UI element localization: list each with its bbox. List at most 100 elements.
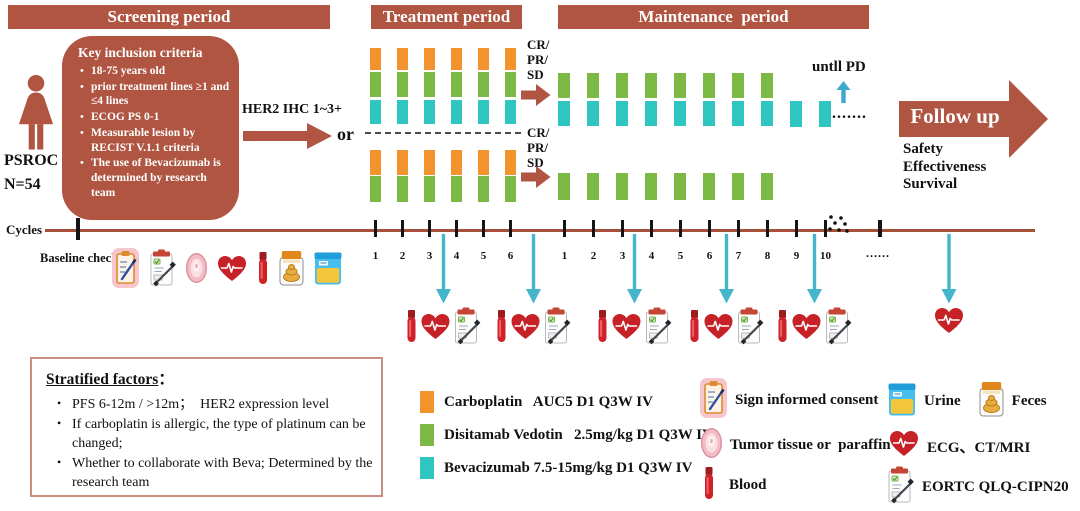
follow-up-label: Follow up <box>910 104 1000 128</box>
cycle-bar <box>505 48 516 124</box>
cycle-bar <box>790 101 802 127</box>
arm-divider-dashed-line <box>365 132 521 134</box>
cycles-axis-line <box>45 229 1035 232</box>
inclusion-title: Key inclusion criteria <box>78 45 203 60</box>
cycle-number: 10 <box>820 250 831 262</box>
legend-consent-label: Sign informed consent <box>735 392 879 408</box>
cycle-tick: 6 <box>497 220 524 262</box>
carboplatin-bar-segment <box>451 150 462 175</box>
legend-blood-label: Blood <box>729 477 767 493</box>
disitamab-swatch <box>420 424 434 446</box>
cycle-tick: 6 <box>695 220 724 262</box>
ecg-heart-icon <box>935 308 963 333</box>
urine-cup-icon <box>314 252 342 284</box>
maintenance-period-header: Maintenance period <box>558 5 869 29</box>
carboplatin-bar-segment <box>478 150 489 175</box>
cycle-tick: 3 <box>416 220 443 262</box>
disitamab-bar-segment <box>505 176 516 202</box>
carboplatin-label: Carboplatin AUC5 D1 Q3W IV <box>444 393 653 410</box>
tick-mark <box>401 220 404 237</box>
cycle-tick: 2 <box>579 220 608 262</box>
cycle-bar <box>397 150 408 202</box>
sign-informed-consent-icon <box>112 248 139 288</box>
feces-jar-icon <box>979 382 1004 417</box>
legend-consent: Sign informed consent <box>700 378 878 423</box>
cycle-bar <box>819 101 831 127</box>
disitamab-bar-segment <box>424 176 435 202</box>
bevacizumab-bar-segment <box>645 101 657 126</box>
maintenance-arm-no-beva-bars <box>558 173 773 200</box>
carboplatin-bar-segment <box>505 150 516 175</box>
baseline-tick <box>76 218 80 240</box>
disitamab-bar-segment <box>732 73 744 98</box>
response-line: CR/ <box>527 37 550 52</box>
carboplatin-bar-segment <box>370 48 381 70</box>
cycle-number: 3 <box>426 250 433 262</box>
tick-mark <box>795 220 798 237</box>
tick-mark <box>482 220 485 237</box>
bevacizumab-swatch <box>420 457 434 479</box>
tick-mark <box>509 220 512 237</box>
cycle-bar <box>370 48 381 124</box>
cycle-bar <box>645 173 657 200</box>
tick-mark <box>737 220 740 237</box>
cycle-number: 5 <box>677 250 684 262</box>
cycle-bar <box>645 73 657 126</box>
bevacizumab-bar-segment <box>674 101 686 126</box>
tick-mark <box>563 220 566 237</box>
cycle-bar <box>703 73 715 126</box>
disitamab-bar-segment <box>587 73 599 98</box>
legend-urine-icon-slot <box>888 383 916 421</box>
treatment-arm-with-beva-bars <box>370 48 516 124</box>
maintenance-arm-with-beva-bars <box>558 73 773 126</box>
bars-ellipsis: ....... <box>832 105 867 122</box>
assessment-group <box>406 234 481 345</box>
disitamab-bar-segment <box>761 173 773 200</box>
disitamab-bar-segment <box>732 173 744 200</box>
disitamab-bar-segment <box>397 176 408 202</box>
disitamab-bar-segment <box>424 72 435 97</box>
legend-disitamab: Disitamab Vedotin 2.5mg/kg D1 Q3W IV <box>420 424 713 446</box>
cycle-tick: 5 <box>666 220 695 262</box>
treatment-period-header: Treatment period <box>371 5 522 29</box>
screening-period-header: Screening period <box>8 5 330 29</box>
legend-bevacizumab: Bevacizumab 7.5-15mg/kg D1 Q3W IV <box>420 457 692 479</box>
cycle-bar <box>558 73 570 126</box>
sign-informed-consent-icon <box>700 378 727 418</box>
cycle-number: 2 <box>399 250 406 262</box>
legend-tumor-icon-slot <box>700 427 723 463</box>
cycle-bar <box>587 73 599 126</box>
tick-mark <box>374 220 377 237</box>
legend-eortc: EORTC QLQ-CIPN20 <box>887 466 1069 509</box>
patient-woman-icon <box>18 74 54 150</box>
blood-tube-icon <box>778 310 787 342</box>
response-line: PR/ <box>527 140 548 155</box>
legend-eortc-icon-slot <box>887 466 914 509</box>
legend-eortc-label: EORTC QLQ-CIPN20 <box>922 479 1069 495</box>
blood-tube-icon <box>598 310 607 342</box>
treatment-arm-no-beva-bars <box>370 150 516 202</box>
disitamab-bar-segment <box>451 176 462 202</box>
list-item: If carboplatin is allergic, the type of … <box>57 416 373 453</box>
legend-consent-icon-slot <box>700 378 727 423</box>
legend-ecg-label: ECG、CT/MRI <box>927 439 1031 456</box>
cycle-bar <box>732 73 744 126</box>
legend-ecg-icon-slot <box>889 430 919 462</box>
ecg-heart-icon <box>421 313 450 339</box>
cycle-bar <box>370 150 381 202</box>
cycle-number: 1 <box>561 250 568 262</box>
cycle-tick: 4 <box>443 220 470 262</box>
cycle-number: 9 <box>793 250 800 262</box>
eortc-questionnaire-icon <box>646 307 672 345</box>
cycle-bar <box>478 48 489 124</box>
cycle-tick: 7 <box>724 220 753 262</box>
cycle-number: 7 <box>735 250 742 262</box>
cycle-bar <box>674 73 686 126</box>
list-item: PFS 6-12m / >12m； HER2 expression level <box>57 396 373 414</box>
inclusion-criteria-box: Key inclusion criteria 18-75 years oldpr… <box>62 36 239 220</box>
stratified-title: Stratified factors： <box>46 367 373 389</box>
disitamab-bar-segment <box>703 73 715 98</box>
tick-mark <box>592 220 595 237</box>
bevacizumab-bar-segment <box>761 101 773 126</box>
